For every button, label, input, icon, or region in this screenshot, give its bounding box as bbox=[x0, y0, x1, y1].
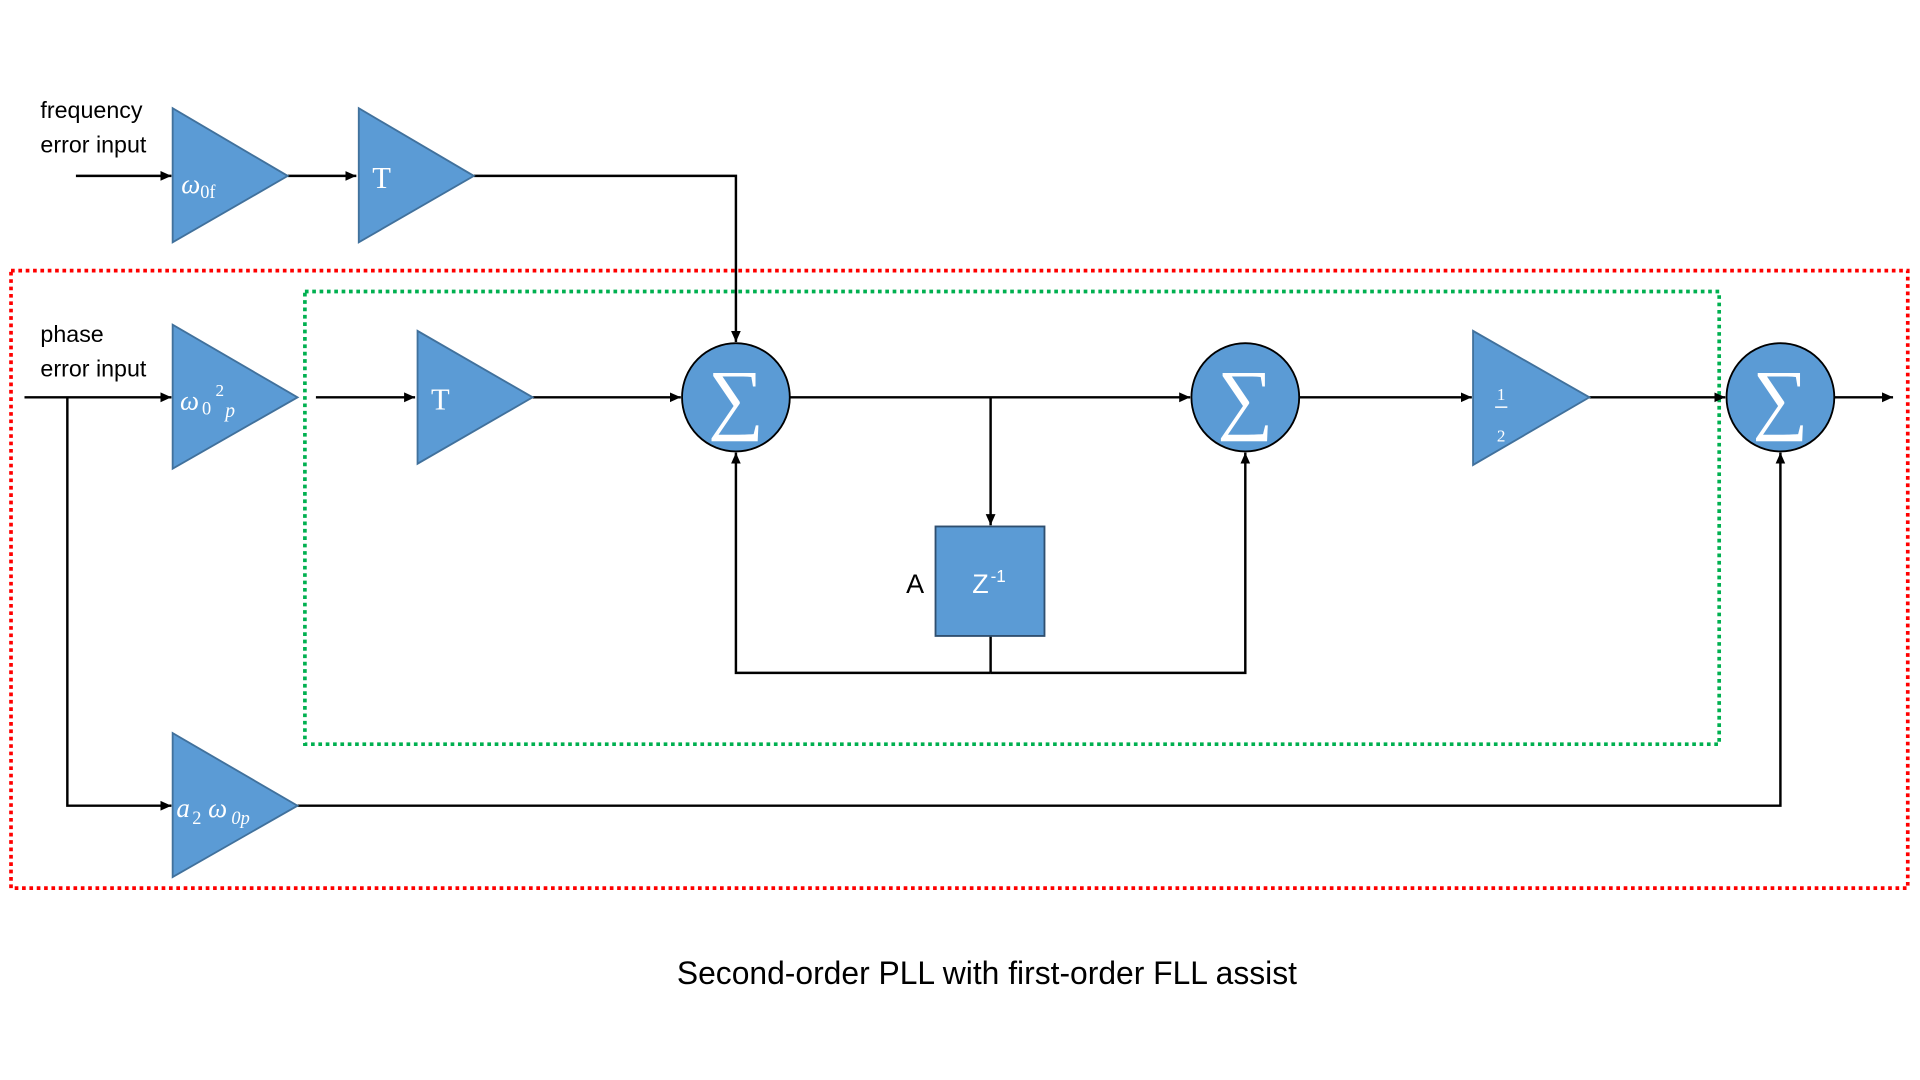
phase-input-label: phase error input bbox=[40, 321, 146, 382]
frequency-input-label-line2: error input bbox=[40, 131, 146, 157]
half-gain-denominator: 2 bbox=[1497, 427, 1506, 446]
summer-1-symbol: ∑ bbox=[708, 354, 764, 441]
summer-2 bbox=[1190, 342, 1301, 453]
gain-freq-label: ω0f bbox=[181, 169, 216, 202]
gain-direct-label: a 2 ω 0p bbox=[176, 793, 249, 830]
half-gain-numerator: 1 bbox=[1497, 385, 1506, 404]
gain-direct-symbol: ω bbox=[208, 793, 227, 823]
gain-phase-sub1: 0 bbox=[202, 398, 211, 418]
frequency-input-label: frequency error input bbox=[40, 97, 149, 158]
frequency-input-label-line1: frequency bbox=[40, 97, 142, 123]
gain-phase-symbol: ω bbox=[180, 386, 199, 416]
integrator-freq-block bbox=[357, 106, 476, 244]
summer-1 bbox=[681, 342, 791, 453]
delay-label-base: Z bbox=[972, 569, 988, 599]
phase-input-label-line1: phase bbox=[40, 321, 103, 347]
gain-direct-block bbox=[171, 731, 300, 879]
gain-phase-sup: 2 bbox=[216, 381, 225, 400]
wire-direct-gain-to-sum3 bbox=[297, 452, 1786, 807]
summer-3-symbol: ∑ bbox=[1752, 354, 1808, 441]
gain-freq-sub: 0f bbox=[200, 182, 216, 202]
gain-direct-coef: a bbox=[176, 793, 189, 823]
wire-integrator-freq-to-sum1 bbox=[473, 174, 741, 342]
delay-label: Z -1 bbox=[972, 566, 1006, 599]
inner-loop-region bbox=[303, 289, 1722, 747]
outer-loop-region bbox=[9, 268, 1910, 890]
phase-input-label-line2: error input bbox=[40, 355, 146, 381]
summer-2-symbol: ∑ bbox=[1217, 354, 1273, 441]
integrator-freq-label: T bbox=[372, 161, 391, 195]
gain-direct-coef-sub: 2 bbox=[192, 808, 201, 828]
diagram-caption: Second-order PLL with first-order FLL as… bbox=[677, 955, 1297, 991]
gain-freq-symbol: ω bbox=[181, 169, 200, 199]
gain-freq-block bbox=[171, 106, 290, 244]
gain-phase-label: ω 0 2 p bbox=[180, 372, 235, 422]
summer-3 bbox=[1725, 342, 1836, 453]
integrator-phase-label: T bbox=[431, 383, 450, 417]
delay-side-label: A bbox=[906, 569, 924, 599]
half-gain-block bbox=[1472, 329, 1592, 467]
delay-label-exponent: -1 bbox=[991, 566, 1006, 586]
gain-phase-sub2: p bbox=[223, 401, 235, 422]
wire-delay-to-sum1 bbox=[731, 452, 991, 675]
gain-phase-block bbox=[171, 323, 300, 471]
wire-phase-to-direct-gain bbox=[66, 397, 172, 811]
integrator-phase-block bbox=[416, 329, 535, 466]
gain-direct-sub: 0p bbox=[231, 808, 249, 828]
delay-block bbox=[934, 525, 1046, 637]
wire-delay-to-sum2 bbox=[990, 452, 1251, 675]
